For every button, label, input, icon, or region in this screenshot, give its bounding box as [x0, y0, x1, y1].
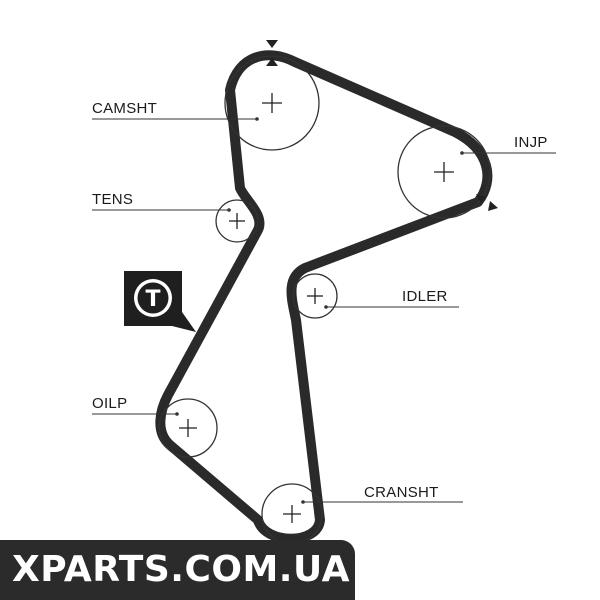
label-oilp: OILP	[92, 395, 127, 412]
label-idler: IDLER	[402, 288, 448, 305]
injection-pump-timing-mark-icon	[476, 194, 486, 203]
timing-belt	[155, 50, 493, 544]
watermark-text: XPARTS.COM.UA	[12, 549, 350, 590]
tensioner-pulley	[215, 199, 259, 243]
crosshair-icon	[229, 213, 245, 229]
crosshair-icon	[434, 162, 454, 182]
crosshair-icon	[262, 93, 282, 113]
label-injp: INJP	[514, 134, 548, 151]
tensioner-badge-icon: T	[124, 271, 196, 332]
injection-pump-timing-mark-icon	[488, 201, 498, 211]
oil-pump-pulley	[158, 398, 218, 458]
crosshair-icon	[179, 419, 197, 437]
injection-pump-pulley	[397, 125, 491, 219]
label-tens: TENS	[92, 191, 133, 208]
crosshair-icon	[307, 288, 323, 304]
camshaft-pulley	[224, 55, 320, 151]
camshaft-timing-mark-icon	[266, 58, 278, 66]
label-cransht: CRANSHT	[364, 484, 439, 501]
camshaft-timing-mark-icon	[266, 40, 278, 48]
watermark-banner	[0, 540, 355, 600]
tensioner-badge-letter: T	[145, 287, 160, 312]
idler-pulley	[292, 273, 338, 319]
crosshair-icon	[283, 505, 301, 523]
label-camsht: CAMSHT	[92, 100, 157, 117]
